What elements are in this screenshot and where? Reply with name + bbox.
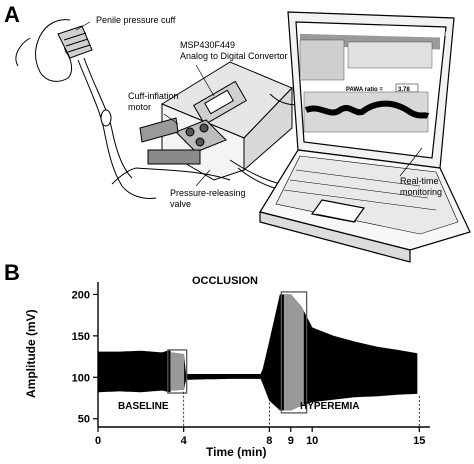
y-tick-label: 150 xyxy=(72,331,90,343)
patient-illustration xyxy=(15,19,157,199)
occlusion-label: OCCLUSION xyxy=(192,275,258,287)
x-axis-title: Time (min) xyxy=(206,445,267,459)
highlight-box-1 xyxy=(167,349,188,394)
x-tick-label: 10 xyxy=(306,435,318,447)
screen-pawa-label: PAWA ratio = xyxy=(346,87,383,93)
highlight-layer xyxy=(167,291,308,414)
x-tick-label: 15 xyxy=(413,435,425,447)
adc-label: Analog to Digital Convertor xyxy=(180,51,288,61)
valve-label-2: valve xyxy=(170,199,192,209)
highlight-signal-1 xyxy=(170,352,185,391)
msp-label: MSP430F449 xyxy=(180,40,236,50)
amplitude-chart: 50 100 150 200 0 4 8 9 10 15 xyxy=(72,282,430,447)
motor-label-2: motor xyxy=(128,102,152,112)
monitor-label-2: monitoring xyxy=(400,187,443,197)
cuff-label: Penile pressure cuff xyxy=(96,15,176,25)
screen-pawa-value: 3.78 xyxy=(398,87,410,93)
x-tick-label: 9 xyxy=(288,435,294,447)
y-axis-title: Amplitude (mV) xyxy=(24,309,38,398)
y-tick-label: 100 xyxy=(72,372,90,384)
monitor-label-1: Real-time xyxy=(400,176,439,186)
y-tick-label: 200 xyxy=(72,289,90,301)
hyperemia-label: HYPEREMIA xyxy=(300,401,360,412)
y-tick-label: 50 xyxy=(78,414,90,426)
x-tick-label: 4 xyxy=(181,435,188,447)
x-tick-label: 0 xyxy=(95,435,101,447)
highlight-signal-2 xyxy=(283,294,304,411)
panel-a-label: A xyxy=(4,2,20,27)
baseline-label: BASELINE xyxy=(118,401,169,412)
signal-layer xyxy=(97,294,418,411)
panel-b-label: B xyxy=(4,260,20,285)
device-box xyxy=(139,61,301,181)
signal-trace xyxy=(97,294,418,411)
tick-layer: 50 100 150 200 0 4 8 9 10 15 xyxy=(72,289,426,447)
motor-label-1: Cuff-inflation xyxy=(128,91,179,101)
x-tick-label: 8 xyxy=(266,435,272,447)
leader-lines xyxy=(75,21,423,187)
highlight-box-2 xyxy=(280,291,308,414)
laptop-screen-content xyxy=(299,33,440,133)
valve-label-1: Pressure-releasing xyxy=(170,188,246,198)
screen-title: Penile Arterial Waveform Analyzer (PAWA) xyxy=(352,31,446,37)
